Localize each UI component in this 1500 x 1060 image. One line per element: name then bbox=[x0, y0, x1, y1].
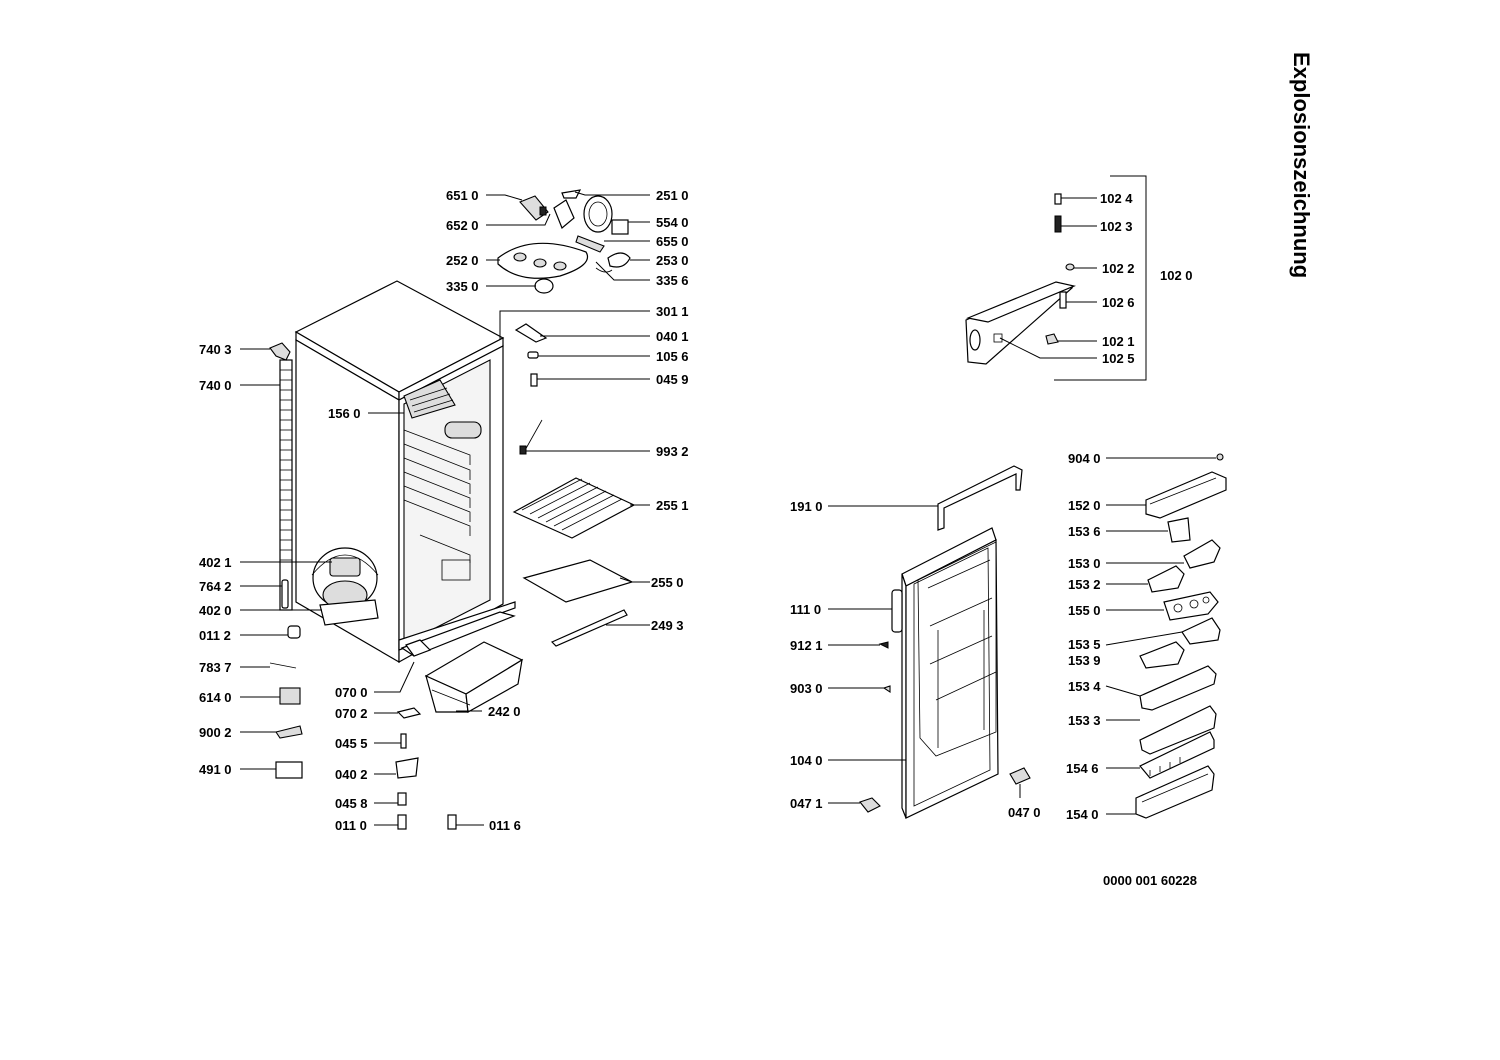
callout-047-0: 047 0 bbox=[1008, 805, 1041, 820]
door-shelves bbox=[1135, 453, 1227, 819]
callout-155-0: 155 0 bbox=[1068, 603, 1101, 618]
callout-153-5: 153 5 bbox=[1068, 637, 1101, 652]
callout-102-0: 102 0 bbox=[1160, 268, 1193, 283]
callout-904-0: 904 0 bbox=[1068, 451, 1101, 466]
callout-045-8: 045 8 bbox=[335, 796, 368, 811]
callout-102-1: 102 1 bbox=[1102, 334, 1135, 349]
callout-153-2: 153 2 bbox=[1068, 577, 1101, 592]
callout-104-0: 104 0 bbox=[790, 753, 823, 768]
callout-102-2: 102 2 bbox=[1102, 261, 1135, 276]
document-number: 0000 001 60228 bbox=[1103, 873, 1197, 888]
callout-903-0: 903 0 bbox=[790, 681, 823, 696]
callout-labels: 651 0 652 0 252 0 335 0 251 0 554 0 655 … bbox=[199, 188, 1193, 833]
cover-profile bbox=[550, 609, 628, 647]
small-parts-bottom-left bbox=[269, 625, 457, 830]
freezer-door-assembly bbox=[965, 175, 1147, 381]
callout-153-3: 153 3 bbox=[1068, 713, 1101, 728]
callout-402-1: 402 1 bbox=[199, 555, 232, 570]
callout-111-0: 111 0 bbox=[790, 602, 821, 617]
callout-783-7: 783 7 bbox=[199, 660, 232, 675]
callout-335-6: 335 6 bbox=[656, 273, 689, 288]
callout-153-9: 153 9 bbox=[1068, 653, 1101, 668]
callout-651-0: 651 0 bbox=[446, 188, 479, 203]
callout-011-6: 011 6 bbox=[489, 818, 521, 833]
callout-249-3: 249 3 bbox=[651, 618, 684, 633]
callout-156-0: 156 0 bbox=[328, 406, 361, 421]
callout-301-1: 301 1 bbox=[656, 304, 689, 319]
callout-040-1: 040 1 bbox=[656, 329, 689, 344]
callout-335-0: 335 0 bbox=[446, 279, 479, 294]
callout-764-2: 764 2 bbox=[199, 579, 232, 594]
callout-912-1: 912 1 bbox=[790, 638, 823, 653]
callout-191-0: 191 0 bbox=[790, 499, 823, 514]
thermostat-assembly bbox=[497, 189, 631, 294]
callout-153-0: 153 0 bbox=[1068, 556, 1101, 571]
fridge-door bbox=[859, 465, 1031, 819]
callout-252-0: 252 0 bbox=[446, 253, 479, 268]
callout-045-9: 045 9 bbox=[656, 372, 689, 387]
callout-614-0: 614 0 bbox=[199, 690, 232, 705]
callout-491-0: 491 0 bbox=[199, 762, 232, 777]
wire-shelf bbox=[512, 477, 636, 539]
callout-900-2: 900 2 bbox=[199, 725, 232, 740]
glass-plate bbox=[522, 559, 634, 603]
callout-102-3: 102 3 bbox=[1100, 219, 1133, 234]
callout-154-0: 154 0 bbox=[1066, 807, 1099, 822]
callout-740-3: 740 3 bbox=[199, 342, 232, 357]
door-seal-frame bbox=[937, 465, 1023, 531]
callout-242-0: 242 0 bbox=[488, 704, 521, 719]
callout-554-0: 554 0 bbox=[656, 215, 689, 230]
callout-652-0: 652 0 bbox=[446, 218, 479, 233]
callout-402-0: 402 0 bbox=[199, 603, 232, 618]
callout-255-0: 255 0 bbox=[651, 575, 684, 590]
callout-993-2: 993 2 bbox=[656, 444, 689, 459]
callout-255-1: 255 1 bbox=[656, 498, 689, 513]
leader-lines bbox=[240, 191, 1216, 826]
vegetable-bin bbox=[424, 641, 524, 713]
small-parts-cabinet-right bbox=[514, 323, 548, 455]
callout-047-1: 047 1 bbox=[790, 796, 823, 811]
callout-251-0: 251 0 bbox=[656, 188, 689, 203]
cabinet-body bbox=[294, 280, 516, 664]
callout-011-0: 011 0 bbox=[335, 818, 367, 833]
callout-040-2: 040 2 bbox=[335, 767, 368, 782]
callout-070-0: 070 0 bbox=[335, 685, 368, 700]
condenser-coil bbox=[269, 342, 293, 611]
callout-152-0: 152 0 bbox=[1068, 498, 1101, 513]
callout-045-5: 045 5 bbox=[335, 736, 368, 751]
callout-102-6: 102 6 bbox=[1102, 295, 1135, 310]
callout-740-0: 740 0 bbox=[199, 378, 232, 393]
compressor bbox=[311, 547, 379, 626]
callout-070-2: 070 2 bbox=[335, 706, 368, 721]
callout-105-6: 105 6 bbox=[656, 349, 689, 364]
callout-102-5: 102 5 bbox=[1102, 351, 1135, 366]
diagram-title: Explosionszeichnung bbox=[1289, 52, 1314, 278]
callout-253-0: 253 0 bbox=[656, 253, 689, 268]
callout-153-6: 153 6 bbox=[1068, 524, 1101, 539]
callout-655-0: 655 0 bbox=[656, 234, 689, 249]
callout-154-6: 154 6 bbox=[1066, 761, 1099, 776]
callout-102-4: 102 4 bbox=[1100, 191, 1133, 206]
callout-153-4: 153 4 bbox=[1068, 679, 1101, 694]
callout-011-2: 011 2 bbox=[199, 628, 231, 643]
